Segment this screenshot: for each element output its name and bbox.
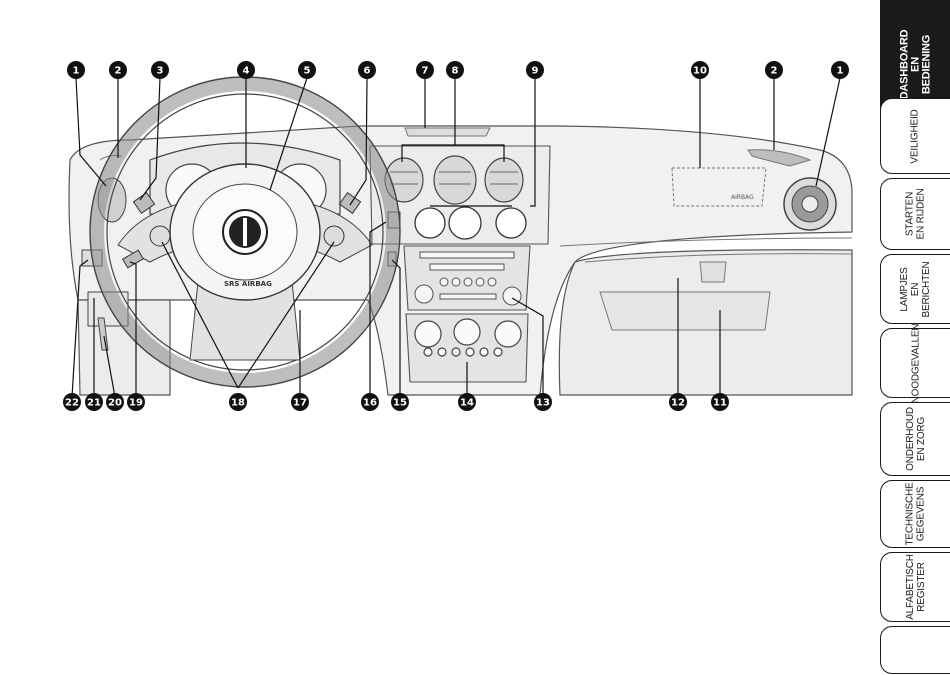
tab-5[interactable]: NOODGEVALLEN <box>880 328 950 398</box>
callout-number: 2 <box>115 66 122 77</box>
callout-top-5: 6 <box>358 61 376 79</box>
callout-number: 13 <box>536 398 550 409</box>
dashboard-illustration: AIRBAG <box>0 0 880 670</box>
tab-label: VEILIGHEID <box>910 109 921 163</box>
chapter-tabs: DASHBOARD EN BEDIENING VEILIGHEID STARTEN … <box>880 0 950 670</box>
callout-top-6: 7 <box>416 61 434 79</box>
tab-7[interactable]: TECHNISCHE GEGEVENS <box>880 480 950 548</box>
callout-top-7: 8 <box>446 61 464 79</box>
callout-number: 1 <box>837 66 844 77</box>
callout-number: 7 <box>422 66 429 77</box>
callout-top-9: 10 <box>691 61 709 79</box>
callout-bottom-8: 14 <box>458 393 476 411</box>
callout-number: 15 <box>393 398 407 409</box>
console-vents <box>385 156 523 204</box>
callout-bottom-4: 18 <box>229 393 247 411</box>
wheel-airbag-label: SRS AIRBAG <box>224 280 272 288</box>
callout-number: 20 <box>108 398 122 409</box>
callout-bottom-0: 22 <box>63 393 81 411</box>
callout-bottom-2: 20 <box>106 393 124 411</box>
callout-number: 16 <box>363 398 377 409</box>
callout-number: 1 <box>73 66 80 77</box>
tab-2[interactable]: VEILIGHEID <box>880 98 950 174</box>
callout-number: 8 <box>452 66 459 77</box>
tab-label: DASHBOARD EN BEDIENING <box>899 29 932 99</box>
callout-bottom-11: 11 <box>711 393 729 411</box>
callout-bottom-5: 17 <box>291 393 309 411</box>
right-vent <box>784 178 836 230</box>
tab-6[interactable]: ONDERHOUD EN ZORG <box>880 402 950 476</box>
tab-label: LAMPJES EN BERICHTEN <box>899 255 932 324</box>
dash-airbag-label: AIRBAG <box>731 194 754 201</box>
callout-number: 10 <box>693 66 707 77</box>
callout-bottom-1: 21 <box>85 393 103 411</box>
callout-bottom-7: 15 <box>391 393 409 411</box>
callout-bottom-9: 13 <box>534 393 552 411</box>
tab-4[interactable]: LAMPJES EN BERICHTEN <box>880 254 950 324</box>
callout-number: 19 <box>129 398 143 409</box>
callout-top-1: 2 <box>109 61 127 79</box>
tab-9[interactable] <box>880 626 950 674</box>
callout-number: 6 <box>364 66 371 77</box>
tab-label: TECHNISCHE GEGEVENS <box>904 482 926 545</box>
callout-bottom-6: 16 <box>361 393 379 411</box>
callout-bottom-10: 12 <box>669 393 687 411</box>
callout-bottom-3: 19 <box>127 393 145 411</box>
tab-label: STARTEN EN RIJDEN <box>904 189 926 240</box>
console-gauges <box>415 207 526 239</box>
callout-number: 12 <box>671 398 685 409</box>
callout-number: 14 <box>460 398 474 409</box>
callout-number: 11 <box>713 398 727 409</box>
callout-number: 22 <box>65 398 79 409</box>
callout-top-3: 4 <box>237 61 255 79</box>
callout-number: 21 <box>87 398 101 409</box>
tab-3[interactable]: STARTEN EN RIJDEN <box>880 178 950 250</box>
callout-number: 9 <box>532 66 539 77</box>
tab-label: ALFABETISCH REGISTER <box>904 554 926 620</box>
callout-number: 3 <box>157 66 164 77</box>
callout-number: 5 <box>304 66 311 77</box>
callout-top-11: 1 <box>831 61 849 79</box>
tab-label: NOODGEVALLEN <box>910 323 921 403</box>
callout-top-10: 2 <box>765 61 783 79</box>
tab-8[interactable]: ALFABETISCH REGISTER <box>880 552 950 622</box>
dashboard-drawing: AIRBAG <box>0 0 880 670</box>
callout-number: 2 <box>771 66 778 77</box>
callout-top-4: 5 <box>298 61 316 79</box>
callout-top-8: 9 <box>526 61 544 79</box>
callout-number: 17 <box>293 398 307 409</box>
callout-top-0: 1 <box>67 61 85 79</box>
tab-label: ONDERHOUD EN ZORG <box>904 407 926 471</box>
callout-top-2: 3 <box>151 61 169 79</box>
callout-number: 4 <box>243 66 250 77</box>
callout-number: 18 <box>231 398 245 409</box>
